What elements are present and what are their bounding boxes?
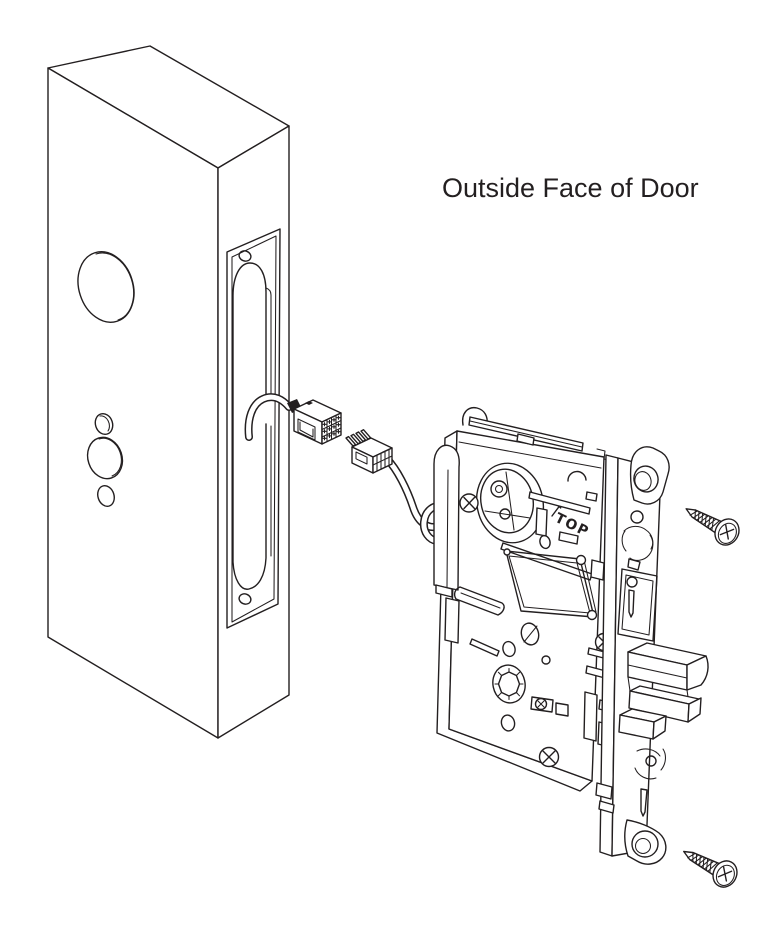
- mortise-pocket: [226, 228, 281, 629]
- actuator-bar-upper: [528, 491, 591, 515]
- auxiliary-deadlatch: [618, 708, 667, 740]
- mounting-screw-bottom: [676, 839, 743, 893]
- diagram-title: Outside Face of Door: [442, 173, 699, 203]
- faceplate-guide-hole: [630, 510, 644, 524]
- door-harness: [244, 393, 342, 445]
- mounting-hole-upper: [94, 412, 114, 436]
- latch-bolt: [627, 642, 709, 723]
- linkage-parallelogram: [503, 548, 598, 621]
- cylinder-bore-hole: [77, 251, 135, 323]
- pin-socket-grid: [322, 415, 341, 441]
- harness-connector-female: [293, 399, 342, 445]
- door-wire: [244, 393, 293, 441]
- top-slide-tab: [461, 406, 488, 426]
- mounting-screw-top: [678, 496, 745, 551]
- faceplate: [595, 446, 709, 865]
- door-front-face: [47, 67, 219, 739]
- deadbolt-window: [617, 568, 658, 642]
- case-screw-upper-left: [459, 493, 479, 513]
- lower-guard-cutout: [595, 748, 666, 817]
- faceplate-screw-hole-bottom: [631, 830, 659, 858]
- hub-stop-slot: [535, 507, 548, 537]
- door-panel: [47, 45, 290, 739]
- handle-spindle-hole: [86, 436, 124, 480]
- pocket-screw-hole-bottom: [238, 593, 252, 605]
- faceplate-top-tab: [629, 446, 670, 505]
- harness-connector-male: [345, 429, 393, 474]
- mounting-hole-lower: [97, 485, 115, 507]
- retractor-slot: [453, 586, 505, 616]
- faceplate-screw-slot-top: [633, 465, 659, 493]
- deadlatch-pin: [628, 589, 635, 618]
- cam-oval: [520, 622, 540, 646]
- anti-friction-cutout: [621, 525, 654, 571]
- faceplate-bottom-tab: [624, 819, 667, 865]
- mortise-lock-body: TOP: [433, 406, 709, 865]
- spindle-hub: [492, 664, 526, 704]
- case-screw-lower: [538, 746, 560, 768]
- pocket-screw-hole-top: [238, 250, 252, 262]
- hub-set-screw: [490, 480, 508, 498]
- mortise-slot: [232, 262, 267, 590]
- wire-clip-bracket: [433, 444, 460, 644]
